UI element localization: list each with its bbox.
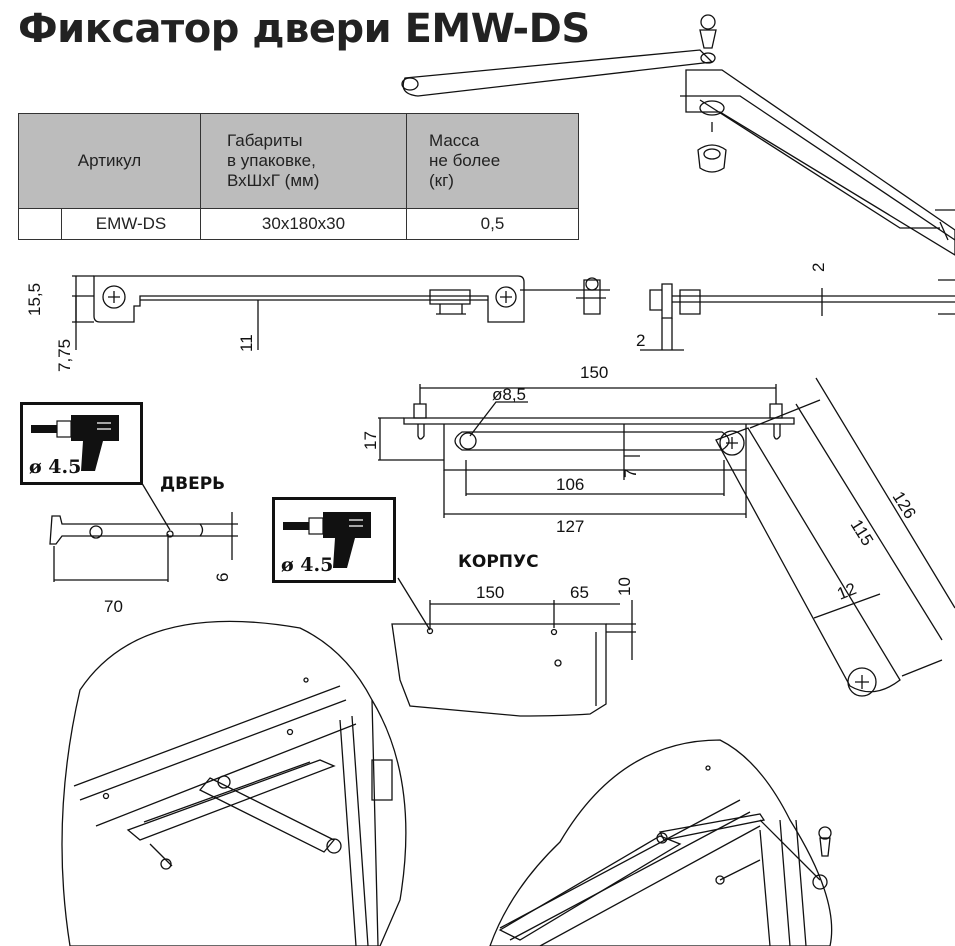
side-view-drawing bbox=[72, 275, 610, 350]
table-header-row: Артикул Габариты в упаковке, ВхШхГ (мм) … bbox=[18, 113, 579, 209]
dim-150-body: 150 bbox=[476, 583, 504, 602]
drill-symbol-door: ø 4.5 bbox=[20, 402, 143, 485]
spec-table: Артикул Габариты в упаковке, ВхШхГ (мм) … bbox=[18, 113, 579, 240]
dim-150-top: 150 bbox=[580, 363, 608, 382]
dim-65: 65 bbox=[570, 583, 589, 602]
dim-7-75: 7,75 bbox=[55, 339, 74, 372]
dim-15-5: 15,5 bbox=[25, 283, 44, 316]
assembly-3d-illustration bbox=[401, 14, 955, 256]
dim-10: 10 bbox=[615, 577, 634, 596]
dim-2-top: 2 bbox=[809, 263, 828, 272]
dim-70: 70 bbox=[104, 597, 123, 616]
body-hole-drawing bbox=[391, 577, 636, 717]
dim-12: 12 bbox=[834, 579, 859, 604]
installation-detail-left bbox=[61, 620, 407, 946]
label-body: КОРПУС bbox=[458, 552, 539, 572]
table-row: EMW-DS 30x180x30 0,5 bbox=[18, 208, 579, 240]
dim-6: 6 bbox=[213, 573, 232, 582]
front-view-drawing bbox=[640, 279, 955, 351]
dim-7: 7 bbox=[621, 469, 640, 478]
dim-126: 126 bbox=[889, 488, 920, 522]
cell-article: EMW-DS bbox=[61, 208, 201, 240]
dim-115: 115 bbox=[847, 516, 877, 549]
label-door: ДВЕРЬ bbox=[160, 474, 226, 494]
page-title: Фиксатор двери EMW-DS bbox=[18, 6, 590, 52]
dim-11: 11 bbox=[237, 334, 256, 352]
drill-diameter-label: ø 4.5 bbox=[29, 456, 82, 478]
table-cell-blank bbox=[18, 208, 62, 240]
header-article: Артикул bbox=[18, 113, 201, 209]
drill-icon bbox=[283, 512, 371, 568]
bracket-drawing bbox=[378, 377, 955, 697]
installation-detail-right bbox=[489, 739, 833, 946]
dim-127: 127 bbox=[556, 517, 584, 536]
dim-106: 106 bbox=[556, 475, 584, 494]
cell-mass: 0,5 bbox=[406, 208, 579, 240]
dim-8-5: ø8,5 bbox=[492, 385, 526, 404]
cell-dimensions: 30x180x30 bbox=[200, 208, 407, 240]
header-dimensions: Габариты в упаковке, ВхШхГ (мм) bbox=[200, 113, 407, 209]
header-mass: Масса не более (кг) bbox=[406, 113, 579, 209]
drill-icon bbox=[31, 415, 119, 471]
drill-symbol-body: ø 4.5 bbox=[272, 497, 396, 583]
dim-2-bottom: 2 bbox=[636, 331, 645, 350]
drill-diameter-label: ø 4.5 bbox=[281, 554, 334, 576]
door-hole-drawing bbox=[49, 479, 238, 582]
dim-17: 17 bbox=[361, 431, 380, 450]
